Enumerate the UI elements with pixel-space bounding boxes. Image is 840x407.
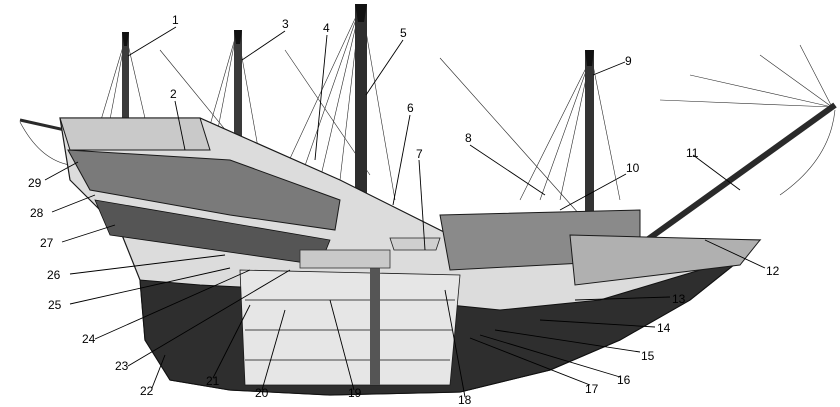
callout-22: 22 <box>140 384 154 398</box>
callout-27: 27 <box>40 236 54 250</box>
leader-lines <box>44 26 766 398</box>
callout-29: 29 <box>28 176 42 190</box>
callout-5: 5 <box>400 26 407 40</box>
callout-18: 18 <box>458 393 472 407</box>
callout-8: 8 <box>465 131 472 145</box>
callout-17: 17 <box>585 382 599 396</box>
callout-20: 20 <box>255 386 269 400</box>
callout-16: 16 <box>617 373 631 387</box>
callout-14: 14 <box>657 321 671 335</box>
callout-9: 9 <box>625 54 632 68</box>
beakhead <box>569 234 762 286</box>
callout-19: 19 <box>348 386 362 400</box>
callout-15: 15 <box>641 349 655 363</box>
callout-7: 7 <box>416 147 423 161</box>
main-mast-step <box>370 255 380 385</box>
sterncastle-gundecks <box>67 149 341 231</box>
callout-4: 4 <box>323 21 330 35</box>
callout-25: 25 <box>48 298 62 312</box>
poop-deck-cabin <box>59 117 211 151</box>
callout-10: 10 <box>626 161 640 175</box>
callout-3: 3 <box>282 17 289 31</box>
callout-11: 11 <box>686 146 699 160</box>
callout-1: 1 <box>172 13 179 27</box>
callout-24: 24 <box>82 332 96 346</box>
callout-26: 26 <box>47 268 61 282</box>
callout-28: 28 <box>30 206 44 220</box>
callout-21: 21 <box>206 374 220 388</box>
bowsprit <box>638 102 837 248</box>
callout-12: 12 <box>766 264 780 278</box>
callout-6: 6 <box>407 101 414 115</box>
callout-2: 2 <box>170 87 177 101</box>
mizzen-mast <box>234 30 242 180</box>
callout-labels: 1 2 3 4 5 6 7 8 9 10 11 12 13 14 15 16 1… <box>28 13 780 407</box>
callout-23: 23 <box>115 359 129 373</box>
mizzen-bonaventure-mast <box>122 32 129 132</box>
callout-13: 13 <box>672 292 686 306</box>
fore-mast <box>585 50 594 225</box>
waist-boat <box>389 237 441 251</box>
hull <box>59 117 762 396</box>
hold-cutaway <box>239 269 461 386</box>
ships-boat <box>299 249 391 269</box>
